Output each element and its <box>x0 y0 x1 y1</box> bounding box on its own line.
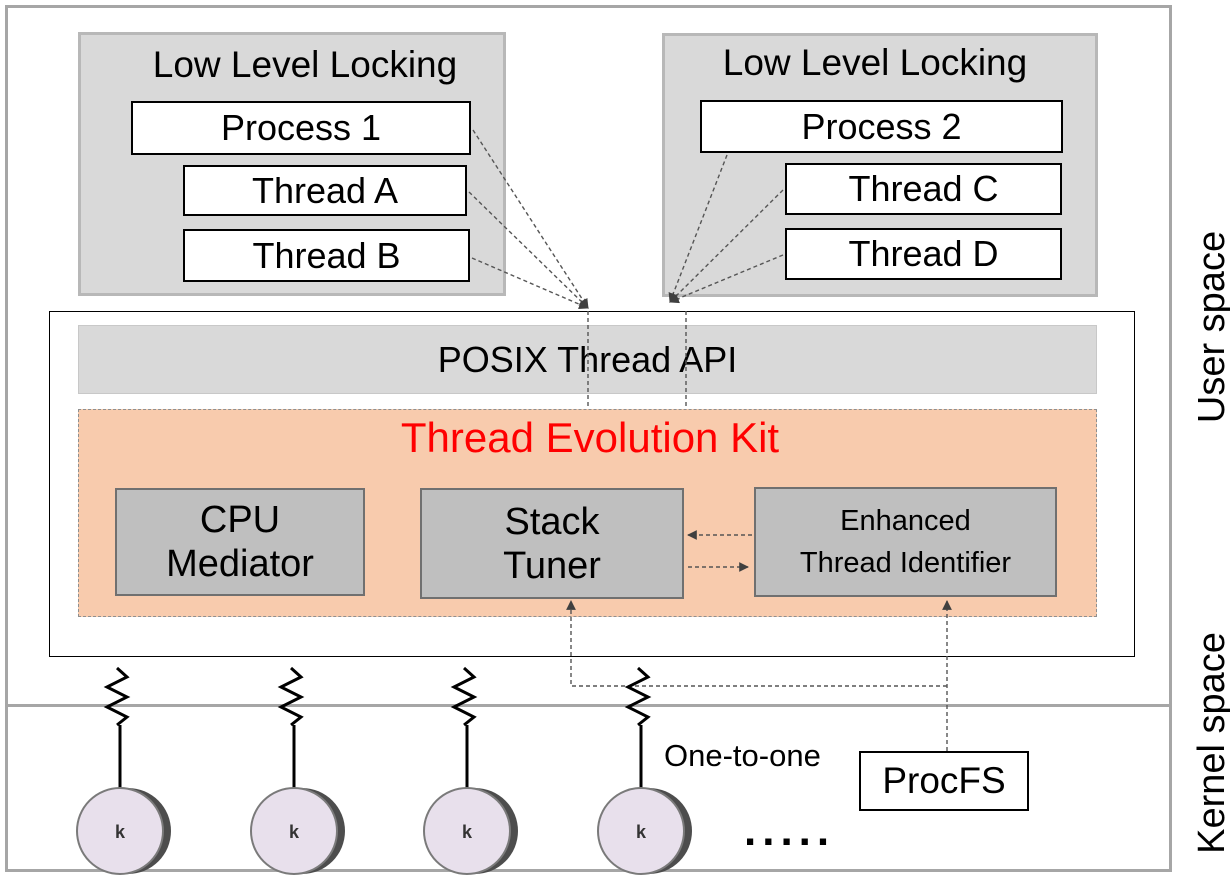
kernel-thread-4: k <box>597 666 692 875</box>
stack-identifier-connectors <box>687 530 752 572</box>
right-locking-title: Low Level Locking <box>722 42 1028 83</box>
stack-tuner-box: Stack Tuner <box>420 488 684 599</box>
process-1-box: Process 1 <box>131 101 471 155</box>
more-kernel-threads-ellipsis: ..... <box>744 806 836 855</box>
cpu-mediator-line2: Mediator <box>166 543 314 585</box>
process-2-box: Process 2 <box>700 100 1063 153</box>
thread-a-box: Thread A <box>183 165 467 216</box>
kernel-thread-1-glyph: k <box>115 822 126 842</box>
enhanced-thread-identifier-line1: Enhanced <box>840 505 971 537</box>
left-locking-title: Low Level Locking <box>152 44 458 85</box>
stack-tuner-line1: Stack <box>504 500 600 543</box>
thread-d-box: Thread D <box>785 228 1062 280</box>
kernel-thread-1: k <box>76 666 171 875</box>
kernel-thread-2-glyph: k <box>289 822 300 842</box>
kernel-thread-3: k <box>423 666 518 875</box>
one-to-one-label: One-to-one <box>664 738 821 773</box>
kernel-thread-4-glyph: k <box>636 822 647 842</box>
procfs-connectors <box>566 600 952 751</box>
enhanced-thread-identifier-box: Enhanced Thread Identifier <box>754 487 1057 597</box>
stack-tuner-line2: Tuner <box>503 544 601 587</box>
left-group-connectors <box>468 129 589 409</box>
procfs-box: ProcFS <box>859 751 1029 811</box>
enhanced-thread-identifier-line2: Thread Identifier <box>799 547 1012 579</box>
right-group-connectors <box>668 154 784 409</box>
kernel-space-region <box>5 704 1172 872</box>
thread-evolution-kit-title: Thread Evolution Kit <box>400 414 780 461</box>
thread-c-box: Thread C <box>785 163 1062 215</box>
thread-b-box: Thread B <box>183 229 470 282</box>
kernel-thread-2: k <box>250 666 345 875</box>
kernel-thread-3-glyph: k <box>462 822 473 842</box>
cpu-mediator-box: CPU Mediator <box>115 488 365 596</box>
posix-thread-api: POSIX Thread API <box>78 325 1097 394</box>
cpu-mediator-line1: CPU <box>199 499 281 541</box>
